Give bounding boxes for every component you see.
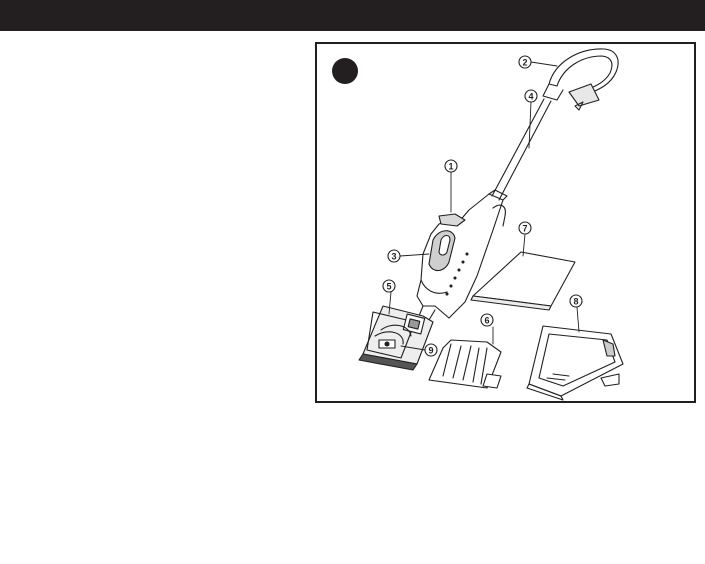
callout-3-label: 3 xyxy=(391,252,396,262)
mop-head xyxy=(359,306,433,370)
callout-6-label: 6 xyxy=(484,316,489,326)
pole xyxy=(492,99,551,200)
callout-2-label: 2 xyxy=(522,58,527,68)
callout-1-label: 1 xyxy=(448,162,453,172)
callout-5-label: 5 xyxy=(386,282,391,292)
handle-grip xyxy=(543,49,618,110)
callout-3: 3 xyxy=(388,250,400,262)
callout-2: 2 xyxy=(519,56,531,68)
callout-9-label: 9 xyxy=(428,346,433,356)
steam-mop-parts-diagram: 1 2 3 4 5 6 7 8 xyxy=(317,44,694,401)
callout-5: 5 xyxy=(383,280,395,292)
figure-marker-dot xyxy=(332,58,358,84)
callout-4-label: 4 xyxy=(528,92,533,102)
callout-4: 4 xyxy=(525,90,537,102)
callout-7: 7 xyxy=(519,222,531,234)
carpet-glider-frame xyxy=(527,326,623,400)
microfiber-pad xyxy=(429,340,501,388)
callout-8: 8 xyxy=(570,295,582,307)
callout-8-label: 8 xyxy=(573,297,578,307)
callout-6: 6 xyxy=(481,314,493,326)
parts-figure-frame: 1 2 3 4 5 6 7 8 xyxy=(315,42,696,403)
callout-9: 9 xyxy=(425,344,437,356)
callout-7-label: 7 xyxy=(522,224,527,234)
carpet-glider-pad xyxy=(471,252,575,310)
callout-1: 1 xyxy=(445,160,457,172)
page-header-bar xyxy=(0,0,705,31)
